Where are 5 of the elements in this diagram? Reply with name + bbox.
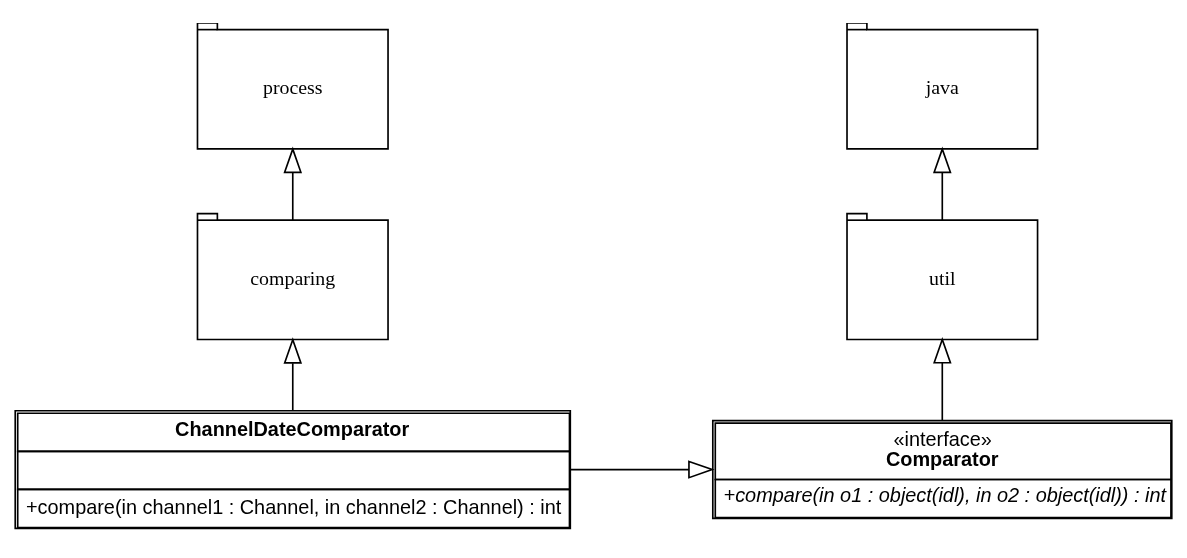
arrow [933,337,952,422]
arrow [569,460,715,479]
arrow [283,146,303,221]
arrow [283,337,303,412]
arrow [933,146,952,221]
